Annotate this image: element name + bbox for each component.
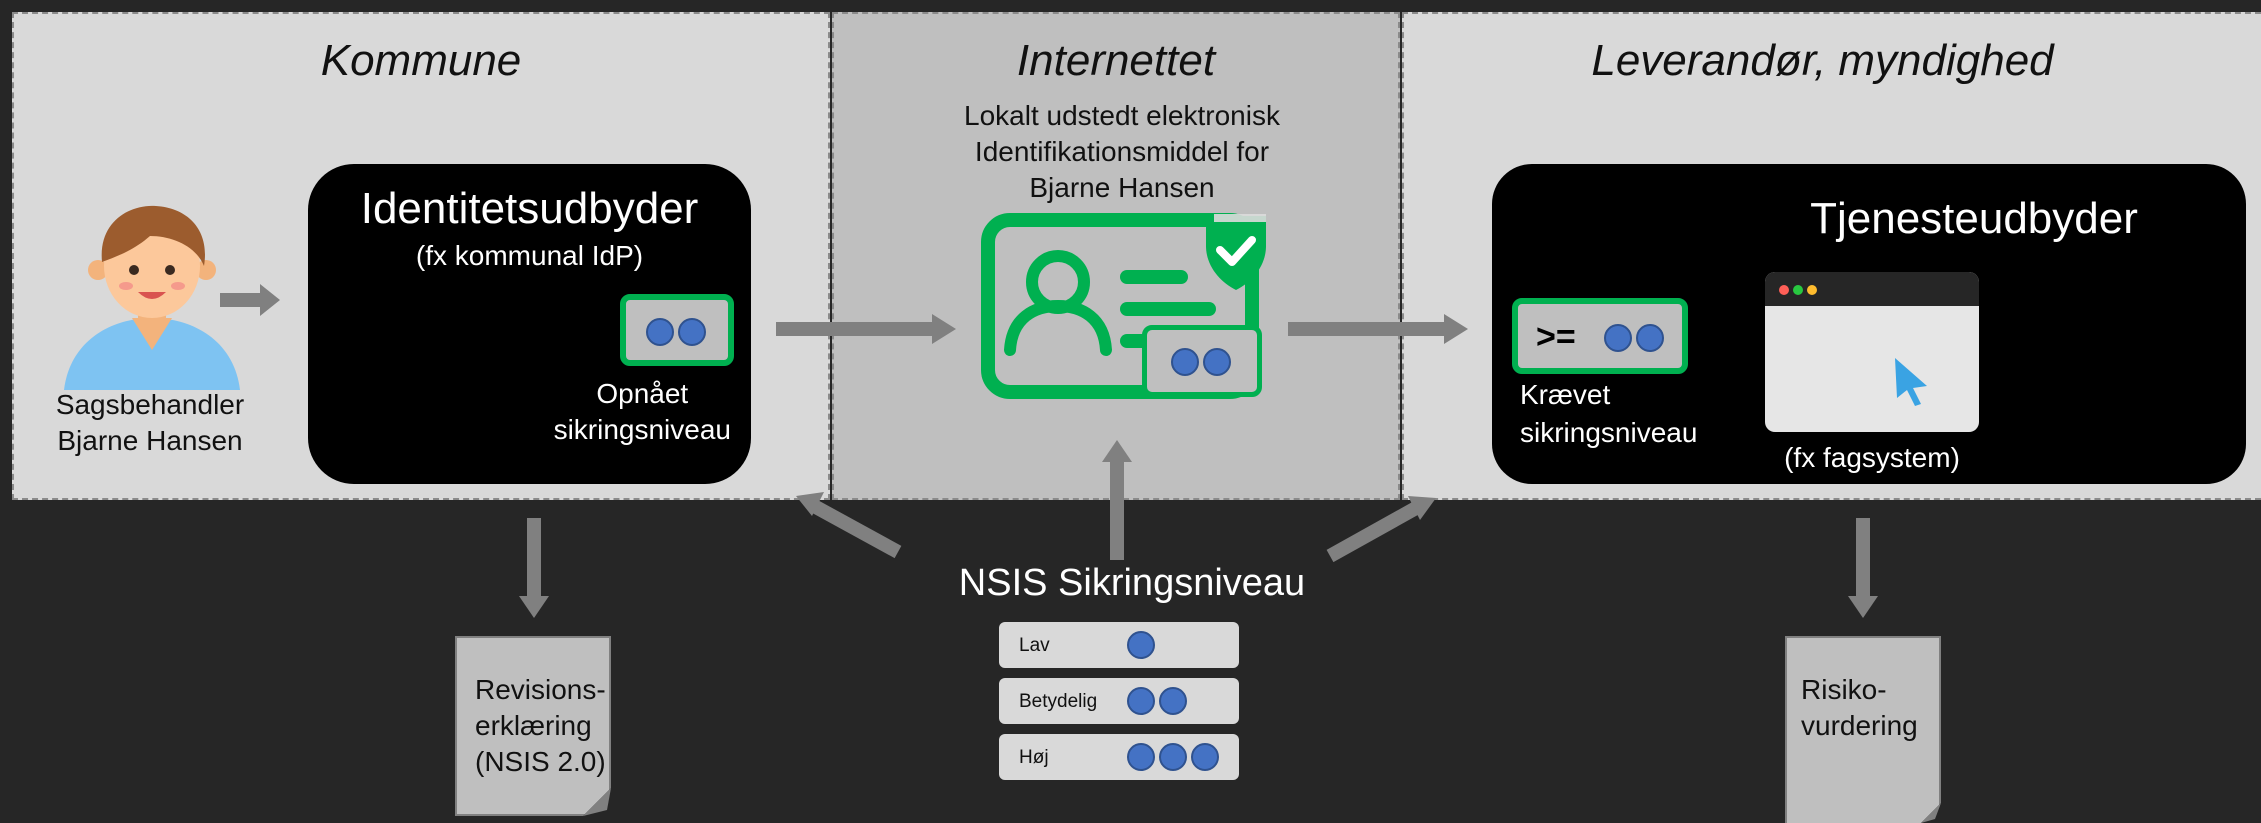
sp-title: Tjenesteudbyder: [1810, 194, 2138, 243]
nsis-level-name: Lav: [1019, 635, 1050, 656]
sp-operator: >=: [1536, 318, 1576, 356]
nsis-title: NSIS Sikringsniveau: [958, 562, 1306, 604]
risk-line2: vurdering: [1801, 710, 1918, 741]
level-dot: [646, 318, 674, 346]
idp-title: Identitetsudbyder: [360, 184, 699, 233]
revision-line3: (NSIS 2.0): [475, 746, 606, 777]
nsis-level-name: Betydelig: [1019, 691, 1098, 712]
level-dot: [678, 318, 706, 346]
zone-internet-title: Internettet: [1016, 36, 1216, 85]
level-dot: [1171, 348, 1199, 376]
risk-line1: Risiko-: [1801, 674, 1887, 705]
sp-app-caption: (fx fagsystem): [1784, 442, 1960, 473]
idp-level-line2: sikringsniveau: [553, 414, 731, 445]
sp-required-line1: Krævet: [1520, 379, 1611, 410]
sp-required-label: Krævet sikringsniveau: [1520, 376, 1697, 452]
level-dot: [1203, 348, 1231, 376]
nsis-level-betydelig: Betydelig: [999, 678, 1239, 724]
level-dot: [1636, 324, 1664, 352]
level-dot: [1127, 743, 1155, 771]
identity-provider-box: Identitetsudbyder (fx kommunal IdP) Opnå…: [308, 164, 751, 484]
user-label: Sagsbehandler Bjarne Hansen: [40, 387, 260, 459]
nsis-level-name: Høj: [1019, 747, 1049, 768]
service-provider-box: Tjenesteudbyder >= Krævet sikringsniveau…: [1492, 164, 2246, 484]
sp-required-line2: sikringsniveau: [1520, 417, 1698, 448]
app-window-icon: [1765, 272, 1979, 432]
app-window-titlebar: [1765, 272, 1979, 306]
cursor-icon: [1895, 358, 1927, 406]
level-dot: [1159, 687, 1187, 715]
nsis-level-hoj: Høj: [999, 734, 1239, 780]
user-role: Sagsbehandler: [55, 389, 245, 420]
idp-level-label: Opnået sikringsniveau: [554, 376, 731, 448]
credential-caption: Lokalt udstedt elektronisk Identifikatio…: [912, 98, 1332, 206]
level-dot: [1159, 743, 1187, 771]
page-fold-icon: [1921, 803, 1941, 823]
credential-line1: Lokalt udstedt elektronisk: [964, 100, 1280, 131]
level-dot: [1604, 324, 1632, 352]
idp-subtitle: (fx kommunal IdP): [415, 240, 644, 271]
level-dot: [1127, 631, 1155, 659]
credential-line3: Bjarne Hansen: [1029, 172, 1215, 203]
zone-leverandor-title: Leverandør, myndighed: [1591, 36, 2054, 85]
revision-line2: erklæring: [475, 710, 592, 741]
arrow-kommune-to-revision: [519, 518, 549, 618]
sp-required-level-indicator: >=: [1512, 298, 1688, 374]
arrow-leverandor-to-risk: [1848, 518, 1878, 618]
risk-document: Risiko- vurdering: [1785, 636, 1941, 823]
user-avatar-icon: [64, 205, 240, 390]
arrow-nsis-to-leverandor: [1326, 496, 1436, 563]
nsis-level-lav: Lav: [999, 622, 1239, 668]
idp-level-line1: Opnået: [596, 378, 689, 409]
id-card-icon: [981, 213, 1266, 399]
revision-line1: Revisions-: [475, 674, 606, 705]
arrow-nsis-to-kommune: [796, 492, 902, 559]
level-dot: [1127, 687, 1155, 715]
arrow-nsis-to-internet: [1102, 440, 1132, 560]
credential-line2: Identifikationsmiddel for: [974, 136, 1270, 167]
arrow-credential-to-sp: [1288, 314, 1468, 344]
page-fold-icon: [583, 788, 611, 816]
arrow-user-to-idp: [220, 284, 280, 316]
credential-level-indicator: [1142, 325, 1262, 397]
user-name: Bjarne Hansen: [57, 425, 243, 456]
nsis-level-table: Lav Betydelig Høj: [999, 622, 1239, 782]
level-dot: [1191, 743, 1219, 771]
arrow-idp-to-credential: [776, 314, 956, 344]
zone-kommune-title: Kommune: [320, 36, 522, 85]
idp-level-indicator: [620, 294, 734, 366]
revision-document: Revisions- erklæring (NSIS 2.0): [455, 636, 611, 816]
